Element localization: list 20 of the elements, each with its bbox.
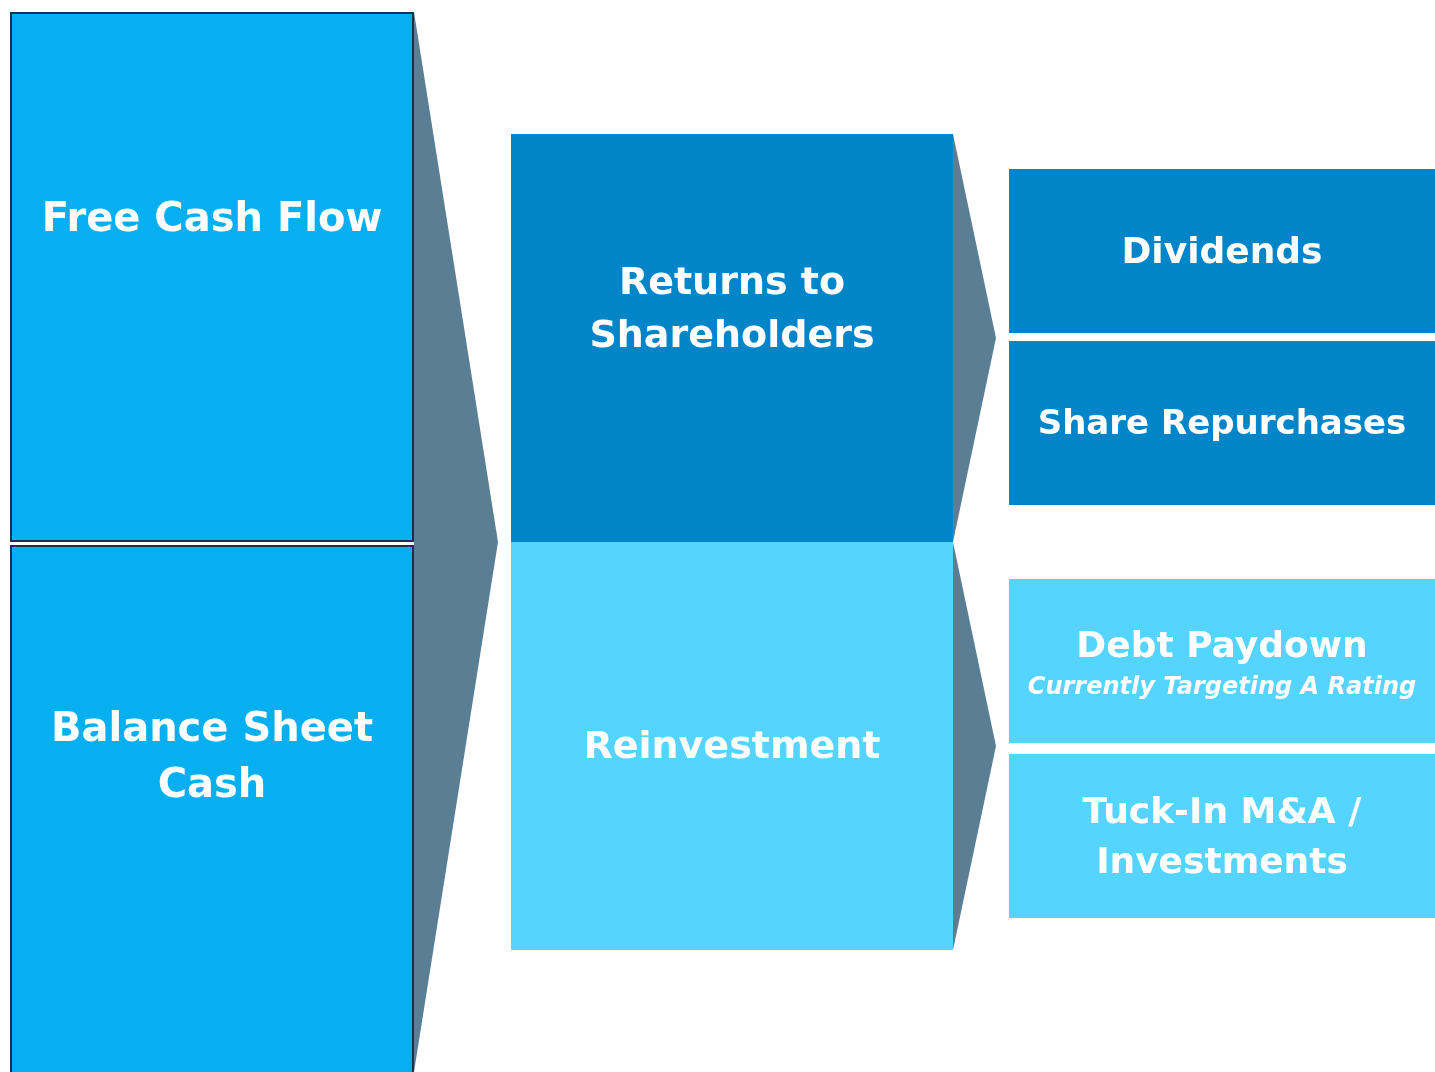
funnel-arrow — [953, 542, 996, 950]
node-label: Dividends — [1121, 228, 1323, 273]
node-label: Reinvestment — [583, 722, 881, 770]
category-box — [511, 134, 953, 542]
node-label: Debt Paydown — [1076, 623, 1368, 668]
source-box — [10, 545, 414, 1072]
source-box — [10, 12, 414, 542]
item-box — [1009, 754, 1435, 918]
category-box — [511, 542, 953, 950]
node-subtitle: Currently Targeting A Rating — [1027, 670, 1417, 702]
item-box — [1009, 169, 1435, 333]
node-label: Free Cash Flow — [41, 193, 383, 242]
node-label: Share Repurchases — [1037, 401, 1407, 445]
node-label: Balance Sheet Cash — [49, 703, 375, 808]
node-label: Returns to Shareholders — [588, 257, 876, 358]
funnel-arrow — [414, 12, 498, 1072]
funnel-arrow — [953, 134, 996, 542]
node-label: Tuck-In M&A / Investments — [1081, 788, 1363, 883]
item-box — [1009, 341, 1435, 505]
item-box — [1009, 579, 1435, 743]
